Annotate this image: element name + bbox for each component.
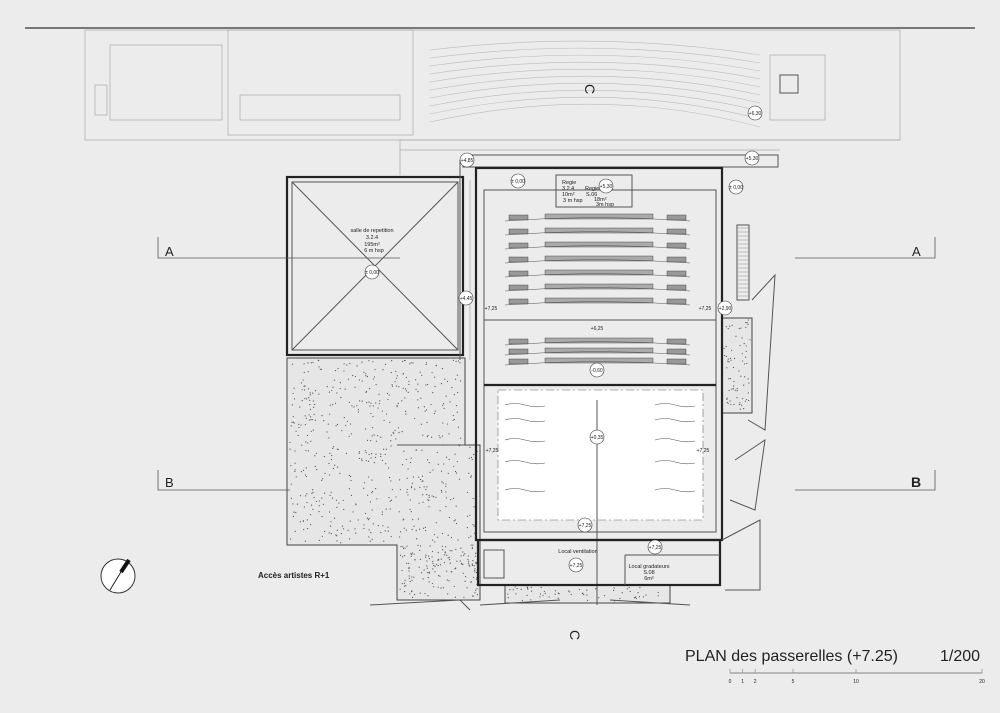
seat-row xyxy=(504,337,691,346)
elevation-marker: ± 0,00 xyxy=(728,179,744,195)
elevation-value: +7,25 xyxy=(486,448,499,454)
elevation-value: +7,25 xyxy=(485,306,498,312)
elevation-value: +7,25 xyxy=(570,563,583,569)
curtain-mark xyxy=(504,403,546,408)
elevation-value: +2,90 xyxy=(719,306,732,312)
elevation-marker: +7,25 xyxy=(568,557,584,573)
elevation-marker: +7,25 xyxy=(697,448,710,454)
elevation-marker: +4,45 xyxy=(458,290,474,306)
elevation-value: +6,30 xyxy=(749,111,762,117)
elevation-marker: +7,25 xyxy=(485,306,498,312)
section-c-top-label: C xyxy=(582,84,598,94)
curtain-mark xyxy=(504,488,546,493)
elevation-value: ± 0,00 xyxy=(729,185,743,191)
section-b-right-label: B xyxy=(911,474,921,490)
rehearsal-room-code: 3.2.4 xyxy=(366,235,378,241)
facade-fins xyxy=(369,273,776,611)
regie1-area: 10m² xyxy=(562,192,575,198)
elevation-marker: +5,30 xyxy=(744,150,760,166)
gradateurs-room-name: Local gradateurs xyxy=(629,564,670,570)
curtain-mark xyxy=(504,418,546,423)
curtain-mark xyxy=(654,418,696,423)
seat-row xyxy=(504,283,691,292)
elevation-marker: +4,85 xyxy=(459,152,475,168)
curtain-mark xyxy=(654,403,696,408)
elevation-marker: +2,90 xyxy=(717,300,733,316)
elevation-value: +7,25 xyxy=(699,306,712,312)
upper-building-faint xyxy=(84,29,901,175)
stippled-terrace xyxy=(286,317,753,604)
scale-tick-label: 20 xyxy=(979,679,985,685)
gradateurs-room-area: 6m² xyxy=(644,576,654,582)
seat-row xyxy=(504,347,691,356)
seat-row xyxy=(504,241,691,250)
elevation-marker: +6,30 xyxy=(747,105,763,121)
elevation-marker: +7,25 xyxy=(699,306,712,312)
scale-bar: 0 1 2 5 10 20 xyxy=(729,669,985,685)
curtain-mark xyxy=(654,438,696,443)
elevation-value: +7,25 xyxy=(649,545,662,551)
elevation-marker: +5,30 xyxy=(598,178,614,194)
north-arrow-icon xyxy=(100,558,136,594)
scale-tick-label: 0 xyxy=(729,679,732,685)
curtain-mark xyxy=(504,460,546,465)
scale-tick-label: 1 xyxy=(741,679,744,685)
elevation-marker: +7,25 xyxy=(647,539,663,555)
regie1-code: 3.2.4 xyxy=(562,186,574,192)
elevation-markers: +4,85 ± 0,00 +5,30 ± 0,00 +6,30 +5,30 ± 0,00 +4… xyxy=(364,105,763,573)
elevation-value: +4,45 xyxy=(460,296,473,302)
section-b-left-label: B xyxy=(165,475,174,490)
auditorium: Local ventilation Local gradateurs S.08 … xyxy=(459,154,779,605)
scale-tick-label: 10 xyxy=(853,679,859,685)
elevation-value: ± 0,00 xyxy=(365,270,379,276)
ventilation-room-name: Local ventilation xyxy=(558,549,597,555)
artist-access-label: Accès artistes R+1 xyxy=(258,571,330,580)
elevation-marker: +6,25 xyxy=(591,326,604,332)
rehearsal-room-name: salle de repetition xyxy=(350,228,393,234)
elevation-marker: +7,25 xyxy=(486,448,499,454)
elevation-value: +5,30 xyxy=(746,156,759,162)
elevation-marker: ± 0,00 xyxy=(364,264,380,280)
section-a-right-label: A xyxy=(912,244,921,259)
curtain-mark xyxy=(654,488,696,493)
gradateurs-room-code: S.08 xyxy=(643,570,654,576)
elevation-marker: ± 0,00 xyxy=(510,173,526,189)
plan-scale: 1/200 xyxy=(940,648,980,665)
scale-tick-label: 5 xyxy=(792,679,795,685)
curtain-mark xyxy=(654,460,696,465)
rehearsal-room-area: 195m² xyxy=(364,242,380,248)
curtain-mark xyxy=(504,438,546,443)
rehearsal-room-height: 6 m hsp xyxy=(364,248,384,254)
elevation-value: ± 0,00 xyxy=(511,179,525,185)
elevation-value: +0,35 xyxy=(591,435,604,441)
regie1-name: Regie xyxy=(562,180,576,186)
elevation-marker: +0,35 xyxy=(589,429,605,445)
section-c-bottom-label: C xyxy=(567,630,583,640)
elevation-value: +7,25 xyxy=(697,448,710,454)
section-a-left-label: A xyxy=(165,244,174,259)
seat-row xyxy=(504,213,691,222)
regie2-height: 3m hsp xyxy=(596,202,614,208)
regie2-area: 18m² xyxy=(594,197,607,203)
elevation-value: +5,30 xyxy=(600,184,613,190)
elevation-value: +7,25 xyxy=(579,523,592,529)
elevation-value: +6,25 xyxy=(591,326,604,332)
scale-tick-label: 2 xyxy=(754,679,757,685)
elevation-marker: +7,25 xyxy=(577,517,593,533)
elevation-marker: -0,60 xyxy=(589,362,605,378)
regie2-code: S.06 xyxy=(586,192,597,198)
seat-row xyxy=(504,227,691,236)
elevation-value: +4,85 xyxy=(461,158,474,164)
plan-title: PLAN des passerelles (+7.25) xyxy=(685,648,898,665)
section-marker-a: A A xyxy=(157,237,936,259)
regie1-height: 3 m hsp xyxy=(563,198,583,204)
seat-row xyxy=(504,269,691,278)
elevation-value: -0,60 xyxy=(591,368,603,374)
regie2-name: Regie xyxy=(585,186,599,192)
seat-row xyxy=(504,297,691,306)
section-marker-b: B B xyxy=(157,470,936,491)
seat-row xyxy=(504,255,691,264)
